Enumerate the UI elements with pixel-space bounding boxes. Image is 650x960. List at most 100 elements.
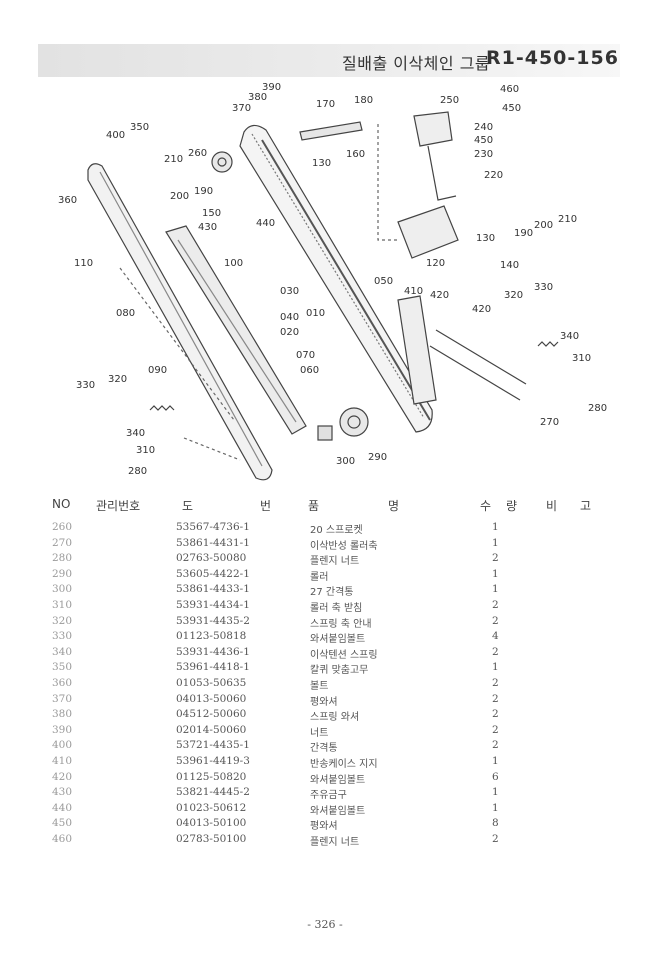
callout-number: 240 xyxy=(474,122,493,133)
cell-code: 04013-50060 xyxy=(176,692,247,705)
group-title: 질배출 이삭체인 그룹 xyxy=(342,54,491,73)
callout-number: 050 xyxy=(374,276,393,287)
cell-qty: 2 xyxy=(492,614,499,627)
callout-number: 340 xyxy=(126,428,145,439)
header-name-1: 품 xyxy=(308,499,320,513)
callout-number: 460 xyxy=(500,84,519,95)
cell-no: 440 xyxy=(52,801,73,814)
callout-number: 350 xyxy=(130,122,149,133)
group-code: R1-450-156 xyxy=(486,47,619,69)
header-qty-1: 수 xyxy=(480,499,492,513)
cell-qty: 2 xyxy=(492,677,499,689)
cell-no: 260 xyxy=(52,521,73,533)
cell-qty: 1 xyxy=(492,536,499,549)
callout-number: 220 xyxy=(484,170,503,181)
cell-qty: 1 xyxy=(492,583,499,596)
cell-no: 360 xyxy=(52,677,73,689)
cell-no: 290 xyxy=(52,567,73,580)
cell-no: 390 xyxy=(52,723,73,736)
header-qty-2: 량 xyxy=(506,499,518,513)
cell-name: 롤러 xyxy=(310,571,329,583)
callout-number: 380 xyxy=(248,92,267,103)
cell-name: 와셔붙임볼트 xyxy=(310,805,366,817)
callout-number: 210 xyxy=(164,154,183,165)
callout-number: 130 xyxy=(312,158,331,169)
callout-number: 360 xyxy=(58,195,77,206)
callout-number: 390 xyxy=(262,82,281,93)
cell-name: 27 간격통 xyxy=(310,587,354,599)
cell-no: 330 xyxy=(52,630,73,643)
cell-qty: 2 xyxy=(492,692,499,705)
callout-number: 200 xyxy=(170,191,189,202)
cell-code: 04013-50100 xyxy=(176,817,247,830)
cell-name: 와셔붙임볼트 xyxy=(310,774,366,786)
header-drawing-2: 번 xyxy=(260,499,272,513)
cell-qty: 2 xyxy=(492,723,499,736)
callout-labels: 390 380 370 350 400 260 210 200 190 360 … xyxy=(58,82,607,477)
cell-name: 이삭텐션 스프링 xyxy=(310,649,378,661)
cell-qty: 2 xyxy=(492,833,499,845)
cell-name: 간격통 xyxy=(310,743,338,755)
callout-number: 280 xyxy=(588,403,607,414)
callout-number: 450 xyxy=(474,135,493,146)
cell-name: 반송케이스 지지 xyxy=(310,759,378,770)
callout-number: 400 xyxy=(106,130,125,141)
cell-code: 53567-4736-1 xyxy=(176,521,250,533)
callout-number: 420 xyxy=(472,304,491,315)
callout-number: 170 xyxy=(316,99,335,110)
cell-name: 평와셔 xyxy=(310,821,338,833)
cell-qty: 2 xyxy=(492,599,499,611)
cell-qty: 1 xyxy=(492,661,499,674)
callout-number: 330 xyxy=(76,380,95,391)
callout-number: 040 xyxy=(280,312,299,323)
callout-number: 160 xyxy=(346,149,365,160)
callout-number: 310 xyxy=(572,353,591,364)
cell-code: 01125-50820 xyxy=(176,770,247,783)
callout-number: 030 xyxy=(280,286,299,297)
cell-qty: 1 xyxy=(492,801,499,814)
cell-code: 53721-4435-1 xyxy=(176,739,250,752)
cell-name: 평와셔 xyxy=(310,696,338,708)
cell-no: 320 xyxy=(52,614,73,627)
callout-number: 270 xyxy=(540,417,559,428)
cell-qty: 8 xyxy=(492,817,499,830)
cell-no: 370 xyxy=(52,692,73,705)
cell-code: 53931-4434-1 xyxy=(176,599,250,611)
cell-no: 450 xyxy=(52,817,73,830)
cell-qty: 4 xyxy=(492,630,499,643)
cell-name: 주유금구 xyxy=(310,790,347,802)
cell-name: 이삭반성 롤러축 xyxy=(310,540,378,552)
cell-code: 53861-4431-1 xyxy=(176,536,250,549)
callout-number: 340 xyxy=(560,331,579,342)
cell-name: 칼퀴 맞춤고무 xyxy=(310,665,369,677)
cell-name: 스프링 와셔 xyxy=(310,712,360,724)
cell-qty: 6 xyxy=(492,770,499,783)
callout-number: 450 xyxy=(502,103,521,114)
cell-name: 플렌지 너트 xyxy=(310,556,360,568)
cell-code: 01123-50818 xyxy=(176,630,247,643)
cell-qty: 2 xyxy=(492,645,499,658)
cell-no: 400 xyxy=(52,739,73,752)
drawing-lines xyxy=(87,111,559,481)
callout-number: 100 xyxy=(224,258,243,269)
cell-no: 380 xyxy=(52,708,73,721)
callout-number: 320 xyxy=(108,374,127,385)
cell-code: 01053-50635 xyxy=(176,677,247,689)
cell-qty: 1 xyxy=(492,567,499,580)
callout-number: 070 xyxy=(296,350,315,361)
cell-name: 볼트 xyxy=(310,681,329,692)
cell-code: 53961-4419-3 xyxy=(176,755,250,767)
callout-number: 060 xyxy=(300,365,319,376)
cell-no: 350 xyxy=(52,661,73,674)
callout-number: 290 xyxy=(368,452,387,463)
callout-number: 190 xyxy=(194,186,213,197)
exploded-parts-diagram: 390 380 370 350 400 260 210 200 190 360 … xyxy=(58,82,607,481)
callout-number: 320 xyxy=(504,290,523,301)
cell-no: 300 xyxy=(52,583,73,596)
cell-code: 53931-4435-2 xyxy=(176,614,250,627)
cell-no: 460 xyxy=(52,833,73,845)
cell-code: 02014-50060 xyxy=(176,723,247,736)
cell-code: 02783-50100 xyxy=(176,833,247,845)
cell-no: 420 xyxy=(52,770,73,783)
callout-number: 020 xyxy=(280,327,299,338)
